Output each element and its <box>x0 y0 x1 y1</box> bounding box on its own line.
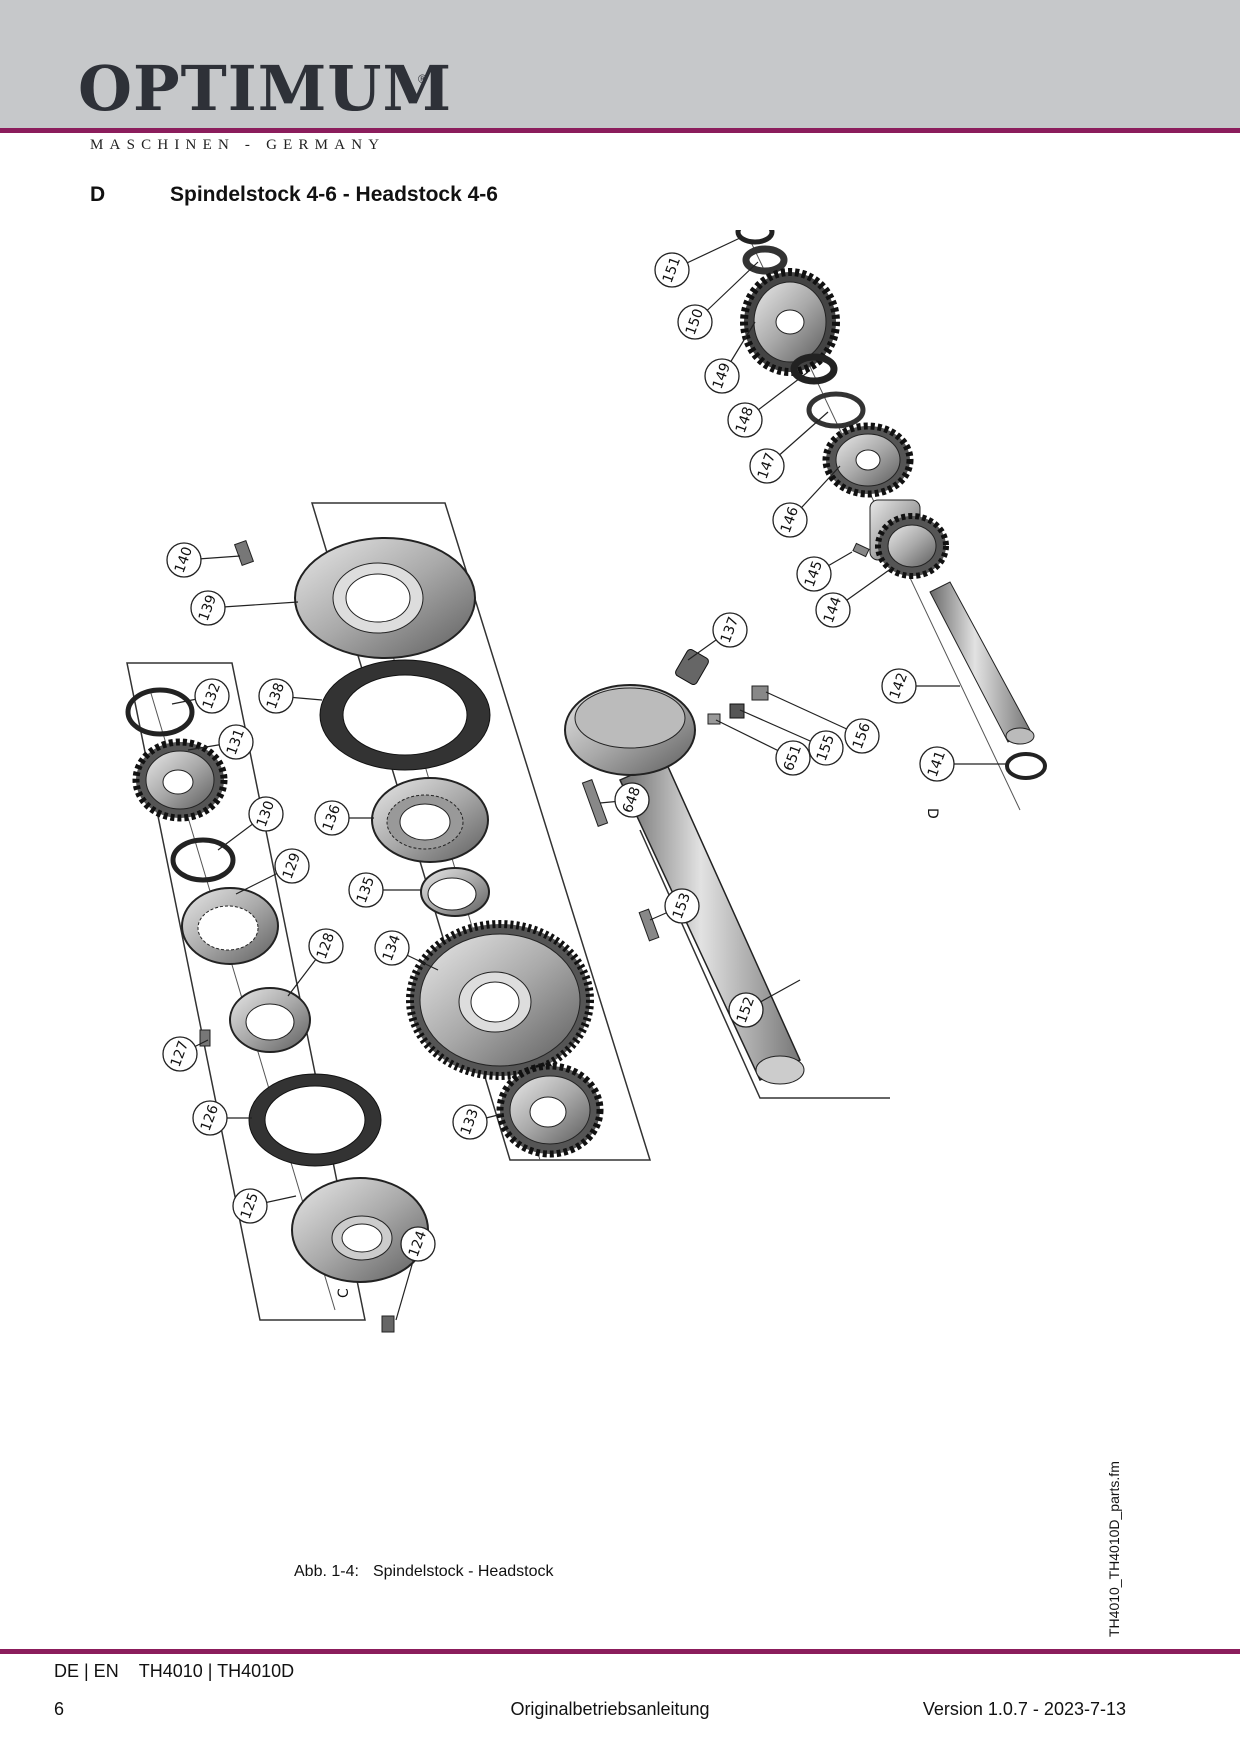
figure-caption-text: Spindelstock - Headstock <box>372 1563 554 1580</box>
callout-circle-155 <box>808 730 844 766</box>
callout-circle-150 <box>677 304 713 340</box>
callout-circle-124 <box>400 1226 436 1262</box>
part-648-key <box>581 779 609 827</box>
part-142-shaft <box>929 581 1035 745</box>
callout-circle-153 <box>664 888 700 924</box>
part-145-key <box>852 542 870 558</box>
callout-circle-125 <box>232 1188 268 1224</box>
part-144-gear-sleeve <box>869 499 949 579</box>
brand-logo: OPTIMUM <box>78 52 453 125</box>
callout-circle-148 <box>727 402 763 438</box>
callout-circle-128 <box>308 928 344 964</box>
footer-lang-models: DE | EN TH4010 | TH4010D <box>54 1661 294 1682</box>
part-138-gasket <box>319 659 491 771</box>
part-134-large-gear <box>406 920 594 1080</box>
part-153-key <box>638 908 660 942</box>
part-147-ring <box>806 391 866 429</box>
callout-circle-149 <box>704 358 740 394</box>
callout-circle-146 <box>772 502 808 538</box>
callout-circle-142 <box>881 668 917 704</box>
part-146-gear <box>822 422 914 498</box>
part-130-circlip <box>170 837 236 883</box>
header-band <box>0 0 1240 128</box>
callout-circle-135 <box>348 872 384 908</box>
section-letter: D <box>90 183 106 206</box>
section-marker-d: D <box>924 808 940 819</box>
callout-circle-130 <box>248 796 284 832</box>
part-124-screw <box>381 1315 395 1333</box>
callout-circle-156 <box>844 718 880 754</box>
section-marker-c: C <box>336 1288 352 1298</box>
footer-rule <box>0 1649 1240 1654</box>
part-126-gasket <box>248 1073 382 1167</box>
part-156-screw <box>751 685 769 701</box>
registered-mark: ® <box>418 72 427 86</box>
part-131-gear <box>132 738 228 822</box>
part-129-bearing <box>181 887 279 965</box>
figure-number: Abb. 1-4: <box>294 1563 359 1580</box>
callout-circle-152 <box>728 992 764 1028</box>
callout-circle-140 <box>166 542 202 578</box>
callout-circle-138 <box>258 678 294 714</box>
part-128-nut <box>229 987 311 1053</box>
callout-circle-127 <box>162 1036 198 1072</box>
callout-circle-648 <box>614 782 650 818</box>
part-135-spacer <box>420 867 490 917</box>
callout-circle-126 <box>192 1100 228 1136</box>
header-rule <box>0 128 1240 133</box>
part-number-labels: 1511501491481471461451441421411371561556… <box>162 237 1008 1321</box>
part-133-gear <box>496 1062 604 1158</box>
side-file-name: TH4010_TH4010D_parts.fm <box>1106 1461 1122 1637</box>
callout-circle-132 <box>194 678 230 714</box>
part-spindle-shaft <box>564 684 805 1085</box>
part-150-washer <box>742 245 788 275</box>
callout-circle-145 <box>796 556 832 592</box>
part-155-spring <box>729 703 745 719</box>
part-132-circlip <box>125 687 195 737</box>
figure-caption: Abb. 1-4: Spindelstock - Headstock <box>294 1563 553 1581</box>
callout-circle-141 <box>919 746 955 782</box>
part-136-bearing <box>371 777 489 863</box>
part-148-washer <box>790 353 838 385</box>
callout-circle-136 <box>314 800 350 836</box>
callout-circle-133 <box>452 1104 488 1140</box>
footer-version: Version 1.0.7 - 2023-7-13 <box>922 1699 1126 1719</box>
callout-circle-137 <box>712 612 748 648</box>
part-139-flange <box>294 537 476 659</box>
assembly-frame-left <box>126 662 366 1321</box>
part-137-cam-bolt <box>675 648 709 686</box>
footer-lang: DE | EN <box>54 1661 119 1681</box>
part-141-circlip <box>1005 752 1047 780</box>
brand-tagline: MASCHINEN - GERMANY <box>90 137 386 153</box>
part-125-cover <box>291 1177 429 1283</box>
callout-circle-139 <box>190 590 226 626</box>
footer-models: TH4010 | TH4010D <box>138 1661 295 1681</box>
callout-circle-144 <box>815 592 851 628</box>
part-151-circlip <box>735 230 775 245</box>
callout-circle-147 <box>749 448 785 484</box>
callout-circle-134 <box>374 930 410 966</box>
part-149-gear <box>740 268 840 376</box>
part-127-screw <box>199 1029 211 1047</box>
callout-circle-151 <box>654 252 690 288</box>
part-140-screw <box>233 539 255 567</box>
part-651-pin <box>707 713 721 725</box>
section-title: Spindelstock 4-6 - Headstock 4-6 <box>170 183 498 206</box>
page-number: 6 <box>54 1699 65 1719</box>
exploded-parts-drawing: 1511501491481471461451441421411371561556… <box>125 230 1047 1333</box>
callout-circle-131 <box>218 724 254 760</box>
footer-doc-type: Originalbetriebsanleitung <box>510 1699 710 1719</box>
callout-circle-651 <box>775 740 811 776</box>
callout-circle-129 <box>274 848 310 884</box>
